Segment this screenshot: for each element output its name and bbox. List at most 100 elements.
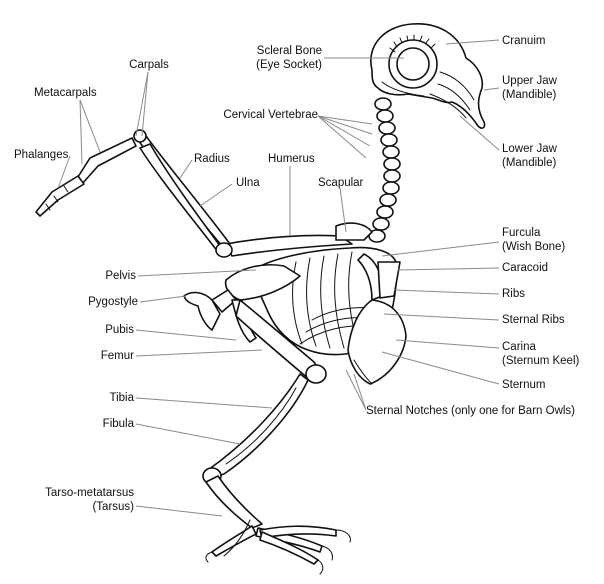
label-sternal-notches-line1: Sternal Notches (only one for Barn Owls) <box>366 405 576 417</box>
rib-lines <box>292 251 359 349</box>
label-phalanges: Phalanges <box>14 148 68 162</box>
leader-ulna <box>199 183 233 207</box>
leader-cervical-d <box>317 115 367 159</box>
leader-radius <box>179 159 193 179</box>
leader-scapular <box>339 187 347 233</box>
leader-cervical-c <box>317 115 371 147</box>
leader-cervical-a <box>317 115 373 125</box>
leader-pelvis <box>137 269 257 277</box>
tibia-bone <box>207 373 309 479</box>
leader-tibia <box>135 397 273 409</box>
label-radius-line1: Radius <box>194 153 230 165</box>
label-cranium: Cranuim <box>502 34 545 48</box>
beak-lines <box>429 71 475 119</box>
label-metacarpals: Metacarpals <box>34 86 97 100</box>
label-sternal-notches: Sternal Notches (only one for Barn Owls) <box>366 404 575 418</box>
carina-sternum <box>347 299 407 385</box>
scleral-ring-inner <box>396 47 430 81</box>
label-phalanges-line1: Phalanges <box>14 149 69 161</box>
label-tibia: Tibia <box>60 391 135 405</box>
leader-pygostyle <box>139 295 187 303</box>
leader-metacarpals-a <box>79 99 83 165</box>
label-radius: Radius <box>194 152 230 166</box>
pygostyle-bone <box>183 291 221 331</box>
toe-front-2 <box>259 525 337 539</box>
elbow-joint <box>215 242 233 258</box>
label-carpals-line1: Carpals <box>129 59 169 71</box>
label-pubis: Pubis <box>60 323 134 337</box>
leader-pubis <box>135 329 237 341</box>
label-scleral-bone: Scleral Bone (Eye Socket) <box>230 44 322 72</box>
label-sternum-line1: Sternum <box>502 379 546 391</box>
label-cranium-line1: Cranuim <box>502 35 546 47</box>
leader-caracoid <box>397 267 500 271</box>
label-tarso-metatarsus-line2: (Tarsus) <box>92 501 134 513</box>
label-caracoid-line1: Caracoid <box>502 262 549 274</box>
scleral-ring-plates <box>389 34 436 53</box>
label-scleral-bone-line1: Scleral Bone <box>256 45 322 57</box>
label-pelvis: Pelvis <box>60 269 136 283</box>
scapula-bone <box>335 222 373 241</box>
leader-cranium <box>445 39 500 45</box>
toe-front-3 <box>259 531 319 565</box>
talons <box>205 529 351 575</box>
label-femur: Femur <box>60 349 134 363</box>
label-tarso-metatarsus: Tarso-metatarsus (Tarsus) <box>30 486 134 514</box>
wing <box>35 129 353 258</box>
far-leg-hint <box>223 519 251 557</box>
leader-carpals-a <box>135 71 149 137</box>
humerus-bone <box>225 234 353 257</box>
label-upper-jaw-line2: (Mandible) <box>502 89 557 101</box>
leader-cervical-b <box>317 115 373 135</box>
label-carina: Carina (Sternum Keel) <box>502 340 579 368</box>
caracoid-bone <box>377 261 401 299</box>
label-carina-line1: Carina <box>502 341 536 353</box>
label-pygostyle: Pygostyle <box>60 295 138 309</box>
label-ulna-line1: Ulna <box>236 177 260 189</box>
label-cervical-vertebrae-line1: Cervical Vertebrae <box>223 109 318 121</box>
label-fibula: Fibula <box>60 417 134 431</box>
label-tibia-line1: Tibia <box>109 392 135 404</box>
fibula-bone <box>225 387 297 465</box>
label-furcula: Furcula (Wish Bone) <box>502 226 565 254</box>
jaw-line <box>381 81 425 97</box>
label-caracoid: Caracoid <box>502 261 548 275</box>
label-ribs-line1: Ribs <box>502 288 526 300</box>
label-pubis-line1: Pubis <box>105 324 134 336</box>
leader-metacarpals-b <box>79 99 101 153</box>
leader-phalanges <box>57 155 71 189</box>
leader-tarsus <box>135 505 223 517</box>
knee-joint <box>305 364 327 384</box>
label-humerus: Humerus <box>268 152 315 166</box>
sternal-notch <box>353 359 373 385</box>
leader-sternum <box>381 351 500 385</box>
label-fibula-line1: Fibula <box>102 418 134 430</box>
leader-notches-b <box>345 369 367 411</box>
label-pelvis-line1: Pelvis <box>105 270 136 282</box>
label-scapular-line1: Scapular <box>318 177 364 189</box>
leader-femur <box>135 349 263 357</box>
leader-furcula <box>381 241 500 257</box>
leader-carpals-b <box>141 71 149 137</box>
label-furcula-line2: (Wish Bone) <box>502 241 566 253</box>
phalanges-bone <box>35 175 85 217</box>
label-cervical-vertebrae: Cervical Vertebrae <box>214 108 318 122</box>
leader-fibula <box>135 423 241 445</box>
carpals-bone <box>133 129 147 143</box>
leg <box>202 299 351 575</box>
label-sternal-ribs: Sternal Ribs <box>502 313 565 327</box>
metacarpals-bone <box>75 137 137 185</box>
label-carpals: Carpals <box>124 58 174 72</box>
leader-lower-jaw <box>459 115 500 151</box>
leader-carina <box>395 339 500 349</box>
label-lower-jaw-line1: Lower Jaw <box>502 143 557 155</box>
label-lower-jaw-line2: (Mandible) <box>502 157 557 169</box>
label-humerus-line1: Humerus <box>268 153 315 165</box>
leader-upper-jaw <box>483 87 500 91</box>
leader-ribs <box>393 289 500 295</box>
label-metacarpals-line1: Metacarpals <box>34 87 97 99</box>
label-furcula-line1: Furcula <box>502 227 541 239</box>
cervical-vertebrae <box>368 97 401 243</box>
label-pygostyle-line1: Pygostyle <box>88 296 138 308</box>
